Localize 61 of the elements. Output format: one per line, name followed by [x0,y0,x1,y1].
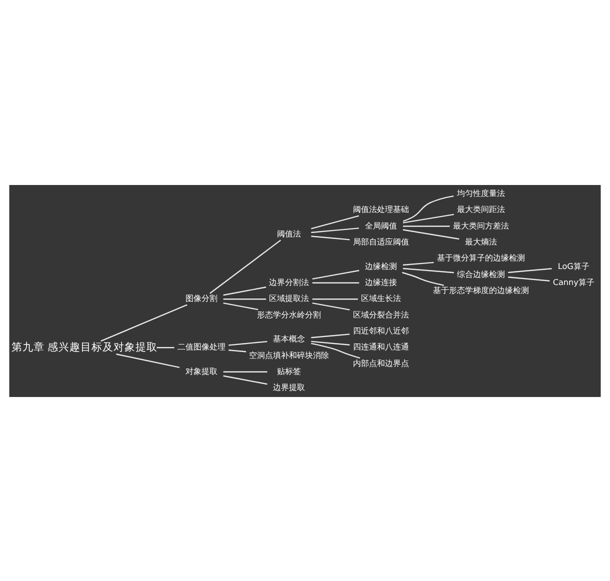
connector [402,261,434,266]
connector [311,333,350,338]
connector [402,267,454,273]
connector [228,340,268,346]
node-text: 边界分割法 [269,276,310,286]
node-text: 空洞点填补和碎块消除 [249,349,330,360]
connector [100,304,188,342]
node-text: 区域分裂合并法 [353,308,410,319]
node-text: 阈值法处理基础 [353,204,410,214]
node-text: 最大类间方差法 [452,220,509,230]
node-text: 第九章 感兴趣目标及对象提取 [11,340,158,353]
connector [312,298,358,300]
connector [311,227,359,233]
node-text: 区域生长法 [361,292,402,303]
node-text: 对象提取 [185,365,218,376]
connector [223,374,268,384]
node-text: 形态学分水岭分割 [257,308,322,319]
connector [402,271,444,286]
connector [223,298,266,300]
connector [223,302,258,310]
node-text: 四连通和八连通 [353,341,410,352]
connector [402,194,454,222]
node-text: LoG算子 [558,260,590,270]
connector [156,346,174,348]
node-text: 阈值法 [277,228,302,238]
connector [228,349,246,352]
connector [312,282,360,284]
node-text: 最大类间距法 [456,204,505,214]
connector [402,213,454,223]
connector [223,286,266,296]
connector [311,340,350,345]
connector [116,353,180,368]
node-text: 边缘检测 [365,260,398,270]
connector [312,302,350,310]
node-text: 四近邻和八近邻 [353,324,410,335]
node-text: 二值图像处理 [177,341,226,352]
node-text: 均匀性度量法 [456,187,505,198]
node-text: 最大熵法 [464,236,497,246]
node-text: 基于微分算子的边缘检测 [436,252,525,262]
node-text: 全局阈值 [365,220,398,230]
node-text: 内部点和边界点 [353,357,410,368]
node-text: Canny算子 [552,276,594,286]
connector [311,235,350,240]
node-text: 贴标签 [277,365,302,376]
node-text: 局部自适应阈值 [353,236,410,246]
connector [508,268,552,273]
connector [402,225,450,226]
connector [223,370,268,372]
connector [311,342,360,358]
node-text: 综合边缘检测 [456,268,505,278]
node-text: 边缘连接 [365,276,398,286]
connector [311,214,360,229]
node-text: 基于形态学梯度的边缘检测 [432,284,529,295]
connector [210,239,282,294]
node-text: 区域提取法 [269,292,310,303]
connector [402,228,460,240]
connector [508,276,550,281]
node-text: 图像分割 [185,292,218,303]
node-text: 边界提取 [273,382,306,392]
node-text: 基本概念 [273,333,306,344]
connector [312,269,360,279]
